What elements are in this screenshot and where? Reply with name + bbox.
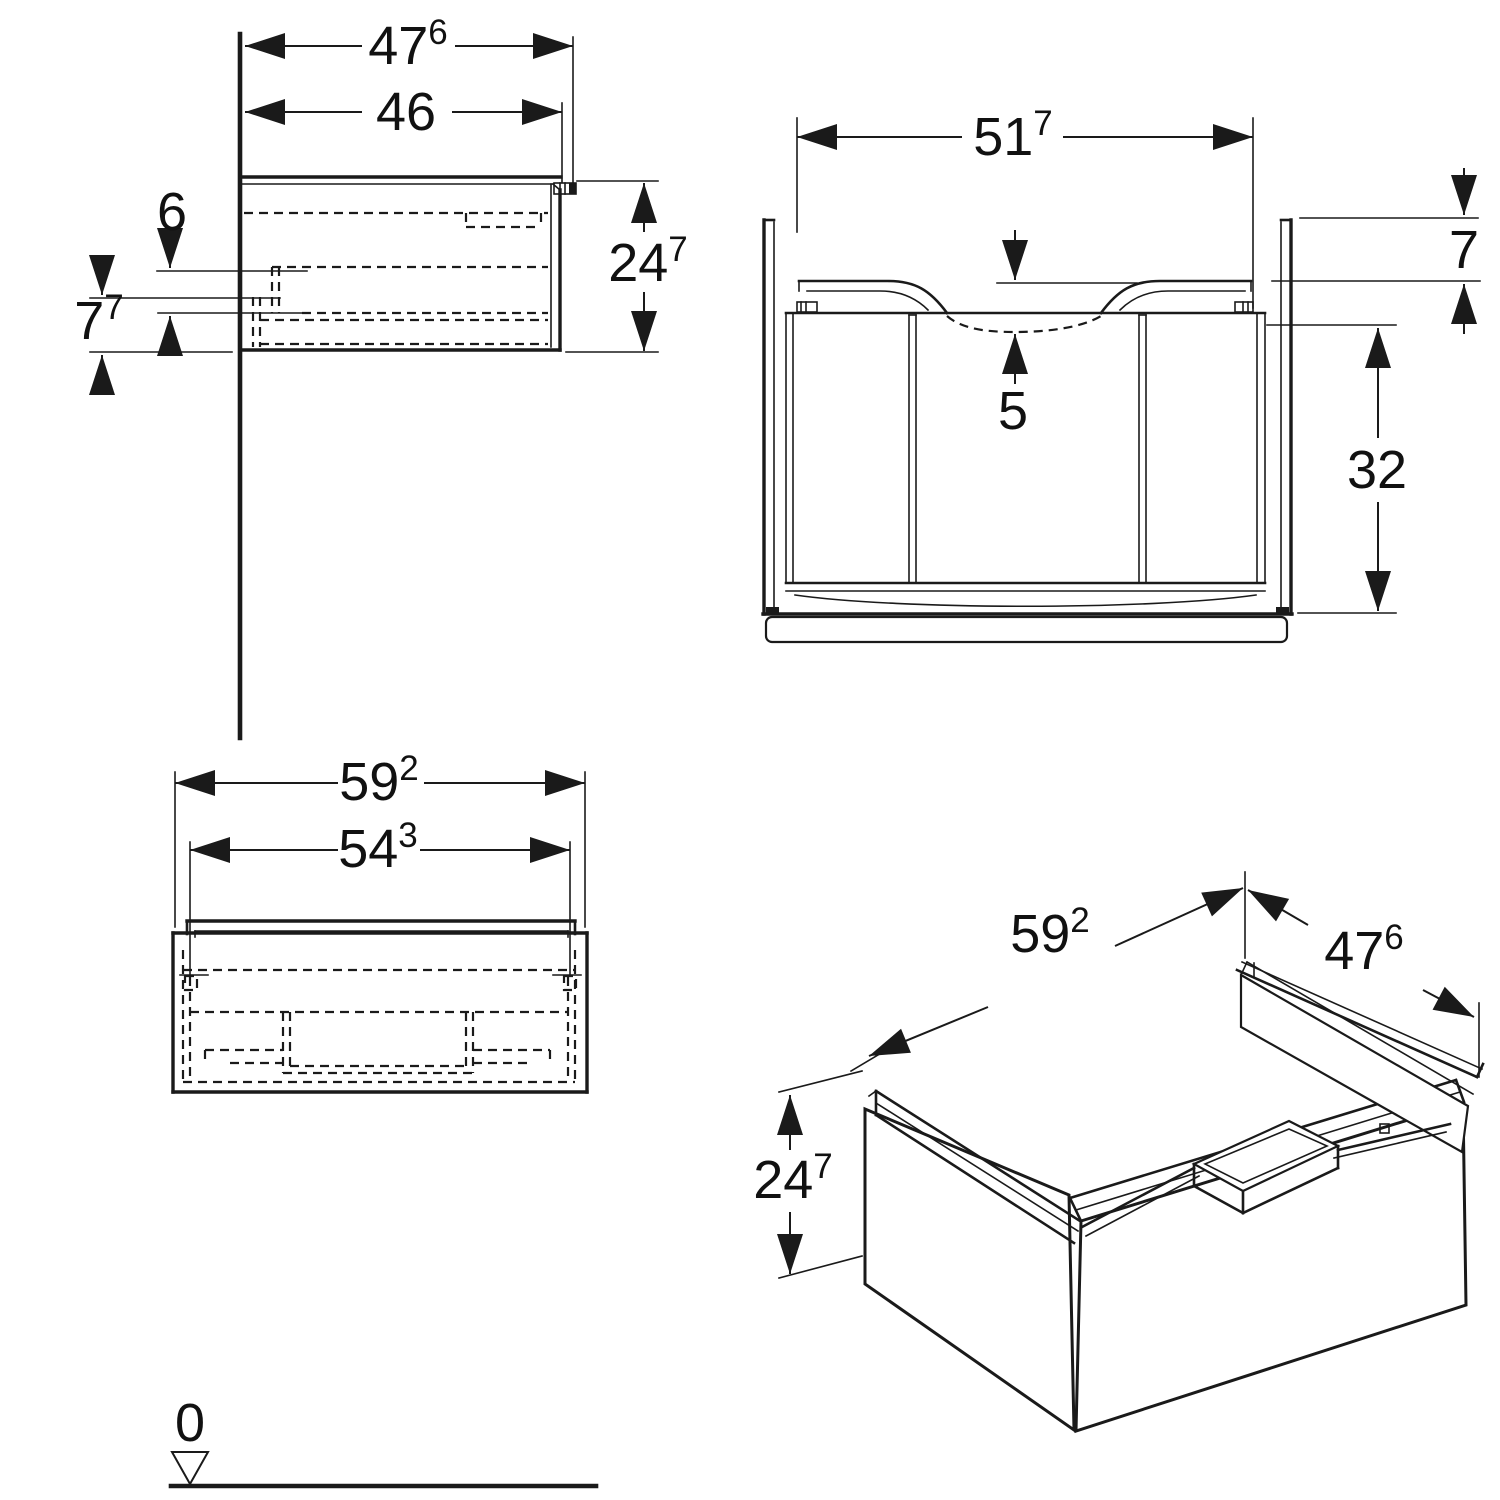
front-view-interior bbox=[761, 314, 1294, 644]
dim-label-32: 32 bbox=[1347, 440, 1407, 500]
dim-label-iso-47-6: 476 bbox=[1324, 918, 1404, 981]
front-view-side-panels bbox=[762, 218, 1293, 616]
dim-label-iso-24-7: 247 bbox=[753, 1147, 833, 1210]
iso-siphon-frame bbox=[1080, 1119, 1452, 1238]
wall-bracket-profile bbox=[553, 182, 577, 195]
plan-view-hidden-drawer bbox=[179, 950, 582, 1084]
plan-view-carcass bbox=[171, 931, 589, 1094]
dim-label-59-2: 592 bbox=[339, 749, 419, 812]
dim-iso-width: 592 bbox=[849, 871, 1246, 1073]
plan-view: 592 543 bbox=[171, 749, 589, 1094]
datum-triangle-icon bbox=[170, 1451, 210, 1487]
dim-label-5: 5 bbox=[998, 381, 1028, 441]
datum-label: 0 bbox=[175, 1393, 205, 1453]
dim-label-7: 7 bbox=[1449, 220, 1479, 280]
dim-label-51-7: 517 bbox=[973, 104, 1053, 167]
dim-side-overall-depth: 476 bbox=[245, 13, 574, 183]
dim-front-basin-recess: 5 bbox=[996, 230, 1138, 441]
side-view: 476 46 247 6 77 bbox=[74, 13, 688, 741]
dim-label-iso-59-2: 592 bbox=[1010, 901, 1090, 964]
dim-side-height: 247 bbox=[565, 180, 688, 353]
dim-iso-height: 247 bbox=[753, 1070, 863, 1279]
side-view-cabinet-outline bbox=[238, 175, 577, 352]
dim-label-47-6: 476 bbox=[368, 13, 448, 76]
iso-left-side-panel bbox=[863, 1106, 1076, 1433]
iso-left-top-rail bbox=[867, 1089, 1082, 1245]
fixing-clip-left bbox=[796, 301, 818, 313]
dim-label-46: 46 bbox=[376, 82, 436, 142]
dim-side-top-gap: 6 bbox=[156, 182, 308, 356]
dim-side-drawer-depth: 46 bbox=[245, 82, 563, 183]
dim-iso-depth: 476 bbox=[1247, 889, 1480, 1078]
dim-label-6: 6 bbox=[157, 182, 187, 242]
side-view-hidden-drawer-lines bbox=[244, 211, 548, 347]
front-view-basin-deck bbox=[784, 279, 1267, 334]
fixing-clip-right bbox=[1234, 301, 1254, 313]
dim-label-7-7: 77 bbox=[74, 288, 124, 351]
dim-label-24-7: 247 bbox=[608, 230, 688, 293]
dim-front-inner-height: 32 bbox=[1266, 324, 1407, 614]
iso-right-top-rail bbox=[1235, 960, 1485, 1134]
iso-view: 592 476 247 bbox=[753, 871, 1485, 1434]
dim-plan-inner-width: 543 bbox=[189, 816, 571, 976]
dim-plan-overall-width: 592 bbox=[174, 749, 586, 928]
dim-label-54-3: 543 bbox=[338, 816, 418, 879]
dim-side-bottom-gap: 77 bbox=[74, 255, 281, 395]
dim-front-inner-width: 517 bbox=[796, 104, 1254, 309]
front-view: 517 7 5 32 bbox=[761, 104, 1481, 644]
plinth bbox=[764, 615, 1289, 644]
dim-front-side-top: 7 bbox=[1271, 168, 1481, 334]
datum-zero-level: 0 bbox=[168, 1393, 599, 1489]
